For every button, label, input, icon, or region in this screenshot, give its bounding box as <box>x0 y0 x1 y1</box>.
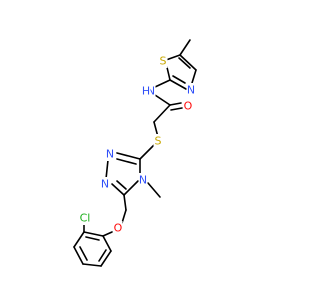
bond-ch2-o <box>121 209 127 224</box>
bond-thiazole-c2-n-double <box>172 75 186 84</box>
bond-triazole-c3-n2 <box>116 152 141 160</box>
atom-label: N <box>139 174 147 187</box>
bond-o-phenyl <box>102 231 113 237</box>
atom-n-triazole-1: N <box>105 147 115 161</box>
atom-label-background <box>158 54 168 68</box>
bond-phenyl-3-4 <box>73 246 84 265</box>
atom-label-background <box>186 83 196 97</box>
bond-triazole-c3-n2-double <box>116 158 137 165</box>
bond-s-triazole <box>139 144 155 160</box>
bond-phenyl-1-2 <box>83 231 104 237</box>
atom-label-background <box>141 84 151 98</box>
atom-s-thiazole: S <box>158 54 168 68</box>
atom-label-background <box>113 221 123 235</box>
atom-label: N <box>106 148 114 161</box>
atom-cl: Cl <box>77 211 93 225</box>
bond-triazole-n2-n1 <box>105 159 109 180</box>
bond-nh-carbonyl <box>154 94 171 106</box>
bond-thiazole-c4-c5 <box>179 54 197 71</box>
atom-label: O <box>184 100 193 113</box>
atom-label: O <box>114 222 123 235</box>
atom-label-background <box>183 99 193 113</box>
atom-label-background <box>77 211 93 225</box>
bond-thiazole-c4-c5-double <box>178 57 191 69</box>
bond-triazole-c5-n4 <box>123 180 139 196</box>
atom-n-triazole-2: N <box>100 177 110 191</box>
bond-phenyl-1-2-double <box>85 236 100 241</box>
atom-label-background <box>153 134 163 148</box>
bond-carbonyl-ch2 <box>153 104 171 123</box>
bond-phenyl-3-4-double <box>79 246 88 261</box>
bond-triazole-n1-c5 <box>111 183 125 196</box>
bond-thiazole-n-c4 <box>191 69 197 84</box>
bond-thiazole-c2-n <box>169 79 187 90</box>
atom-label: H <box>142 85 150 98</box>
bond-phenyl-5-6 <box>100 250 112 267</box>
bond-c2-nh <box>154 79 171 88</box>
atom-n-triazole-4: N <box>138 173 148 187</box>
bond-triazole-n1-c5-double <box>116 180 127 190</box>
bond-phenyl-2-3 <box>73 231 85 248</box>
atom-label: S <box>160 55 167 68</box>
bond-carbonyl-o <box>169 102 182 106</box>
bond-carbonyl-o-double <box>170 107 183 111</box>
bond-methyl-thiazole <box>179 39 191 56</box>
atom-label-background <box>138 173 148 187</box>
bond-phenyl-4-5 <box>82 263 102 267</box>
atom-o-ether: O <box>113 221 123 235</box>
atom-label-background <box>105 147 115 161</box>
bond-c5-ch2 <box>123 194 127 211</box>
atom-o-carbonyl: O <box>183 99 193 113</box>
atom-label: N <box>187 84 195 97</box>
atom-label: Cl <box>80 212 91 225</box>
atom-n-amide: N <box>146 84 156 98</box>
atom-label: S <box>155 135 162 148</box>
atom-label: N <box>101 178 109 191</box>
atom-label: N <box>147 85 155 98</box>
atom-s-thioether: S <box>153 134 163 148</box>
bond-n4-methyl <box>147 182 161 198</box>
bond-phenyl-5-6-double <box>98 249 107 262</box>
atom-n-thiazole: N <box>186 83 196 97</box>
atom-label-background <box>100 177 110 191</box>
bond-thiazole-c5-s <box>165 54 181 61</box>
atom-h-amide: H <box>141 84 151 98</box>
atom-label-background <box>146 84 156 98</box>
bond-phenyl-6-1 <box>102 235 112 252</box>
